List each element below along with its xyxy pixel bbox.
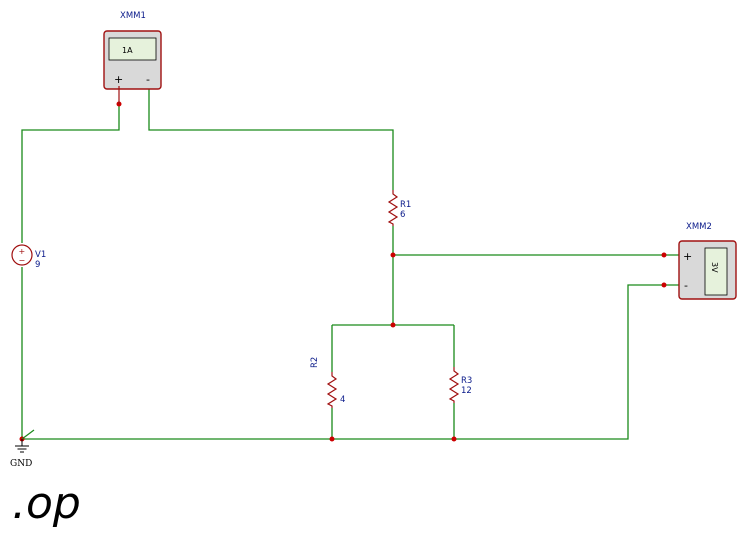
resistor-r1-name: R1 xyxy=(400,200,411,210)
wire-left[interactable] xyxy=(21,104,120,243)
resistor-r3-value: 12 xyxy=(461,386,472,396)
junction-dot xyxy=(329,436,335,442)
ammeter-name: XMM1 xyxy=(120,11,146,21)
voltage-source-v1[interactable]: + − V1 9 xyxy=(11,244,46,270)
resistor-r3-name: R3 xyxy=(461,376,472,386)
resistor-r2-zigzag xyxy=(326,372,338,408)
wires xyxy=(21,86,680,440)
junction-dot xyxy=(390,322,396,328)
ammeter-plus-sign: + xyxy=(114,73,123,86)
voltmeter-minus-sign: - xyxy=(684,279,688,292)
voltmeter-screen xyxy=(704,247,728,296)
wire-bottom-rail[interactable] xyxy=(22,284,680,440)
resistor-r3-zigzag xyxy=(448,367,460,403)
resistor-r1[interactable]: R1 6 xyxy=(387,190,411,226)
spice-directive[interactable]: .op xyxy=(12,478,81,529)
resistor-r1-value: 6 xyxy=(400,210,405,220)
source-name: V1 xyxy=(35,250,46,260)
junction-dot xyxy=(451,436,457,442)
ammeter-screen xyxy=(108,37,157,61)
resistor-r2-name: R2 xyxy=(310,357,320,368)
resistor-r1-zigzag xyxy=(387,190,399,226)
resistor-r2[interactable]: R2 4 xyxy=(310,357,345,408)
ground-symbol: GND xyxy=(10,429,35,469)
voltmeter-plus-sign: + xyxy=(683,250,692,263)
junction-dot xyxy=(661,282,667,288)
source-circle xyxy=(11,244,33,266)
ammeter-reading: 1A xyxy=(122,46,133,55)
source-plus-sign: + xyxy=(19,247,26,256)
wire-top[interactable] xyxy=(148,86,394,190)
junction-dot xyxy=(661,252,667,258)
resistor-r3[interactable]: R3 12 xyxy=(448,367,472,403)
voltmeter-name: XMM2 xyxy=(686,222,712,232)
source-minus-sign: − xyxy=(19,256,26,265)
ground-label: GND xyxy=(10,459,32,469)
resistor-r2-value: 4 xyxy=(340,395,345,405)
ground-lead xyxy=(21,429,35,440)
source-value: 9 xyxy=(35,260,40,270)
ammeter-minus-sign: - xyxy=(146,73,150,86)
junctions xyxy=(19,83,667,442)
voltmeter-reading: 3V xyxy=(710,262,719,273)
junction-dot xyxy=(390,252,396,258)
voltmeter-xmm2[interactable]: XMM2 3V + - xyxy=(678,222,737,300)
ammeter-xmm1[interactable]: XMM1 1A + - xyxy=(103,11,162,104)
